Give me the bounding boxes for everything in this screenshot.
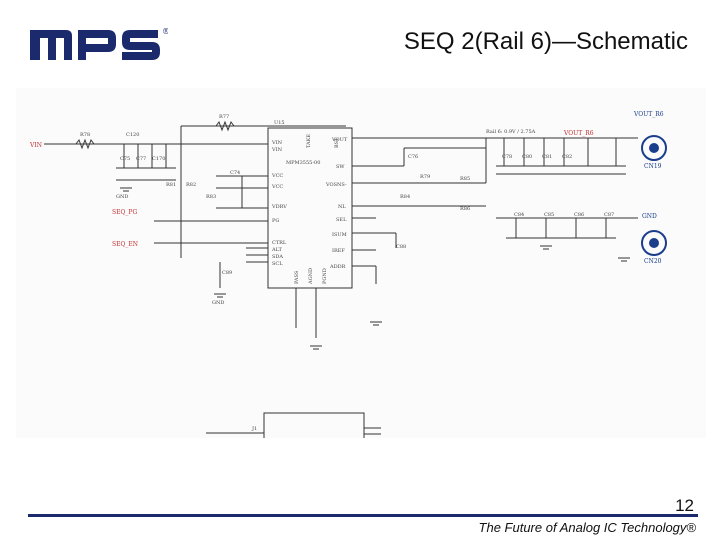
- ref-r81: R81: [166, 182, 176, 188]
- ref-r84: R84: [400, 194, 410, 200]
- ic-pin-iref: IREF: [332, 248, 345, 254]
- connector-cn20: [641, 230, 667, 256]
- registered-mark: ®: [162, 27, 168, 36]
- net-seq-pg: SEQ_PG: [112, 209, 137, 216]
- ic-pin-ctrl: CTRL: [272, 240, 287, 246]
- net-gnd-2: GND: [212, 300, 224, 306]
- slide-title: SEQ 2(Rail 6)—Schematic: [403, 28, 688, 55]
- footer-tagline: The Future of Analog IC Technology®: [478, 520, 696, 535]
- ic-pin-vcc-1: VCC: [271, 173, 283, 179]
- ref-c77: C77: [136, 156, 146, 162]
- ref-c82: C82: [562, 154, 572, 160]
- ic-pin-pg: PG: [272, 218, 279, 224]
- ref-c74: C74: [230, 170, 240, 176]
- ref-c87: C87: [604, 212, 614, 218]
- ref-c84: C84: [514, 212, 524, 218]
- ic-pin-scl: SCL: [272, 261, 283, 267]
- ref-c120: C120: [126, 132, 139, 138]
- ic-pin-pass: PASS: [294, 270, 300, 284]
- connector-cn19: [641, 135, 667, 161]
- net-vin: VIN: [29, 142, 42, 149]
- ic-pin-pgnd: PGND: [322, 268, 328, 284]
- net-gnd: GND: [116, 194, 128, 200]
- ic-part-label: MPM3555-00: [286, 160, 320, 166]
- ic-pin-bst: BST: [334, 137, 340, 148]
- ref-c80: C80: [522, 154, 532, 160]
- ref-c75: C75: [120, 156, 130, 162]
- rail-label: Rail 6: 0.9V / 2.75A: [486, 129, 536, 135]
- ref-c89: C89: [222, 270, 232, 276]
- ic-pin-alt: ALT: [271, 247, 283, 253]
- ref-r86: R86: [460, 206, 470, 212]
- ref-c170: C170: [152, 156, 165, 162]
- ic-pin-nl: NL: [338, 204, 346, 210]
- ic-pin-sel: SEL: [336, 217, 347, 223]
- ic-pin-vin-2: VIN: [271, 147, 283, 153]
- ic-pin-vcc-2: VCC: [271, 184, 283, 190]
- ref-u15: U15: [274, 120, 285, 126]
- net-seq-en: SEQ_EN: [112, 241, 138, 248]
- connector-label-cn20: CN20: [644, 258, 662, 265]
- ic-pin-sw: SW: [336, 164, 345, 170]
- ic-pin-sda: SDA: [272, 254, 283, 260]
- ic-pin-agnd: AGND: [308, 268, 314, 285]
- connector-label-cn19: CN19: [644, 163, 662, 170]
- ref-r79: R79: [420, 174, 430, 180]
- ic-pin-vout: VOUT: [331, 137, 348, 143]
- ic-pin-take: TAKE: [306, 134, 312, 148]
- ref-c81: C81: [542, 154, 552, 160]
- mps-logo: ®: [28, 22, 170, 64]
- net-vout-r6: VOUT_R6: [563, 130, 594, 137]
- ref-r77: R77: [219, 114, 229, 120]
- ref-r85: R85: [460, 176, 470, 182]
- ic-pin-isum: ISUM: [332, 232, 347, 238]
- ref-c76: C76: [408, 154, 418, 160]
- ic-pin-vosns: VOSNS-: [325, 182, 347, 188]
- schematic-diagram: VIN SEQ_PG SEQ_EN VOUT_R6 VOUT_R6 GND CN…: [16, 88, 706, 444]
- ref-c78: C78: [502, 154, 512, 160]
- ref-j1: J1: [251, 426, 257, 432]
- ref-r78: R78: [80, 132, 90, 138]
- ref-r83: R83: [206, 194, 216, 200]
- footer-rule: [28, 514, 698, 517]
- ref-c88: C88: [396, 244, 406, 250]
- ref-r82: R82: [186, 182, 196, 188]
- ic-pin-addr: ADDR: [329, 264, 346, 270]
- net-gnd-connector: GND: [642, 213, 657, 220]
- ic-pin-vdrv: VDRV: [271, 204, 287, 210]
- ic-pin-vin-1: VIN: [271, 140, 283, 146]
- net-vout-r6-connector: VOUT_R6: [633, 111, 664, 118]
- ref-c85: C85: [544, 212, 554, 218]
- page-number: 12: [675, 496, 694, 515]
- ref-c86: C86: [574, 212, 584, 218]
